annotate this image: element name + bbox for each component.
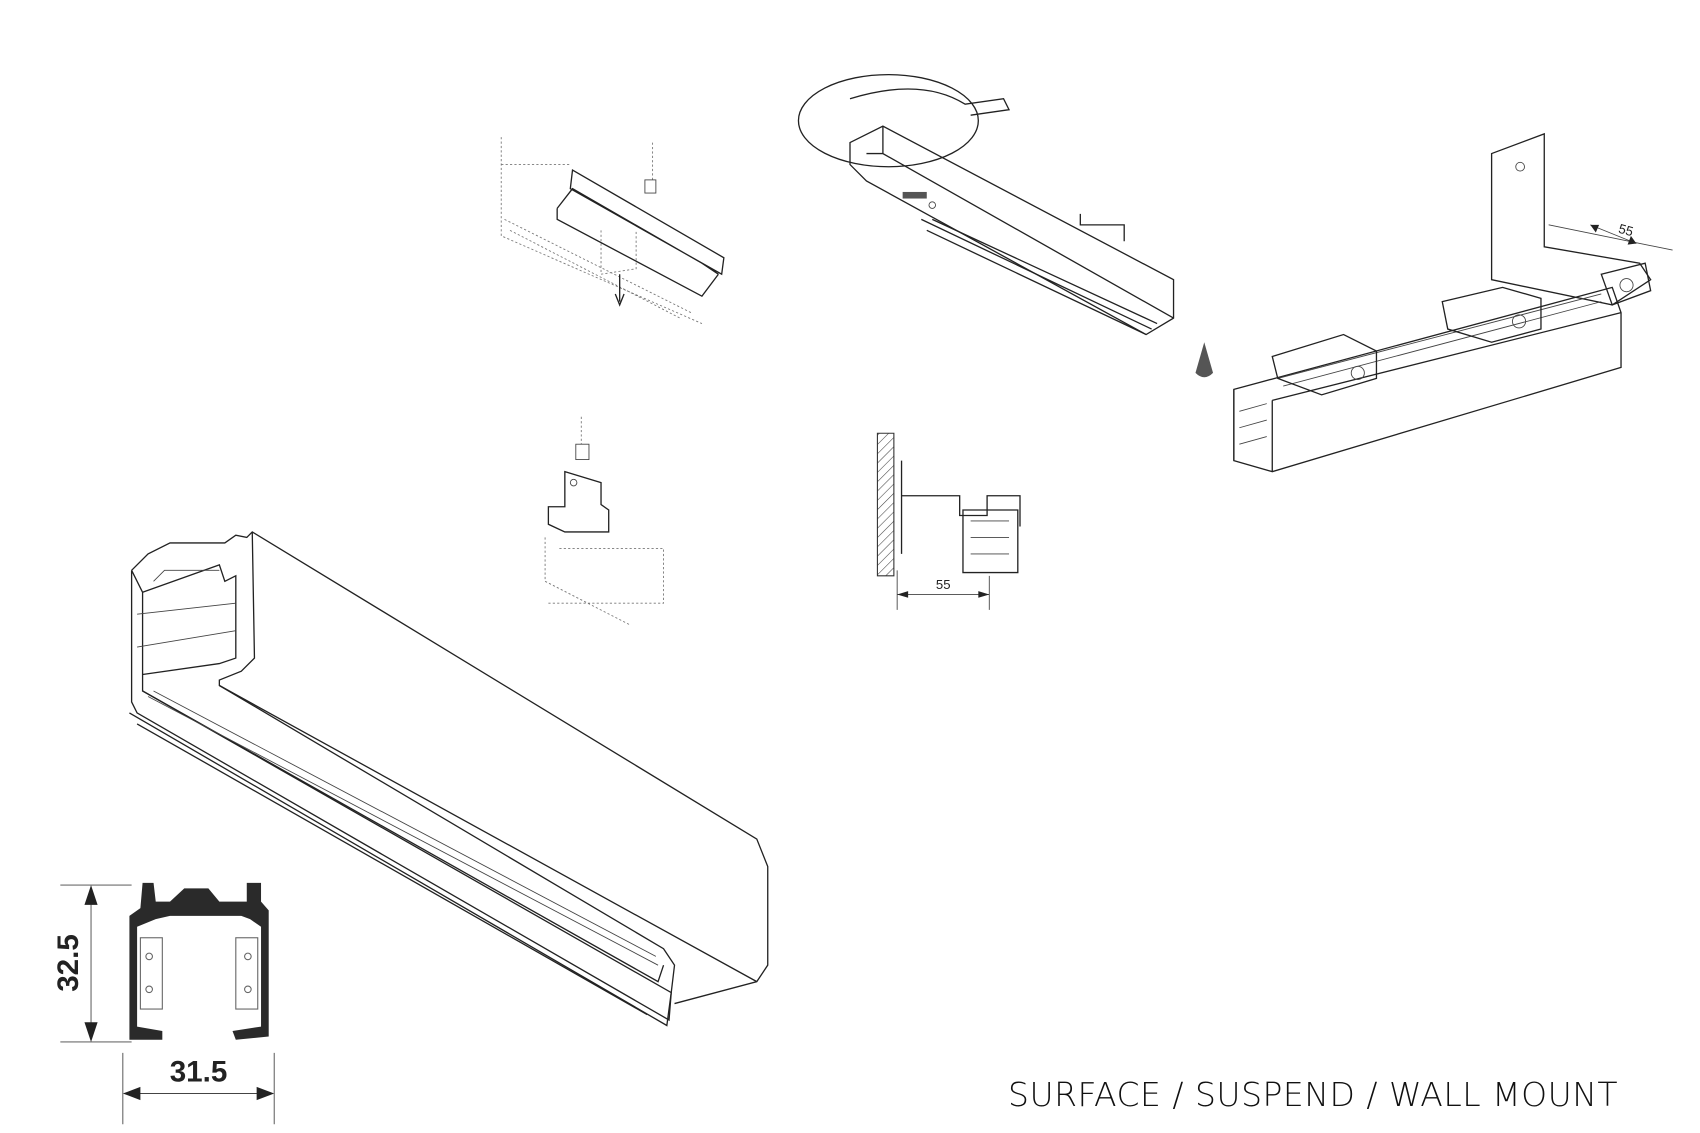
wall-offset-label: 55 (936, 577, 951, 592)
track-isometric-view (129, 531, 769, 1027)
mount-options-caption: SURFACE / SUSPEND / WALL MOUNT (1008, 1075, 1619, 1114)
ceiling-canopy-detail (797, 73, 1175, 336)
profile-width-label: 31.5 (170, 1055, 228, 1088)
bracket-offset-label: 55 (1617, 221, 1635, 239)
track-profile-section: 32.5 31.5 (52, 882, 275, 1125)
surface-clip-detail (500, 137, 725, 324)
profile-height-label: 32.5 (52, 934, 85, 992)
wall-mount-section: 55 (876, 432, 1021, 610)
corner-bracket-assembly: 55 (1195, 132, 1673, 473)
suspend-clip-detail (544, 416, 664, 626)
